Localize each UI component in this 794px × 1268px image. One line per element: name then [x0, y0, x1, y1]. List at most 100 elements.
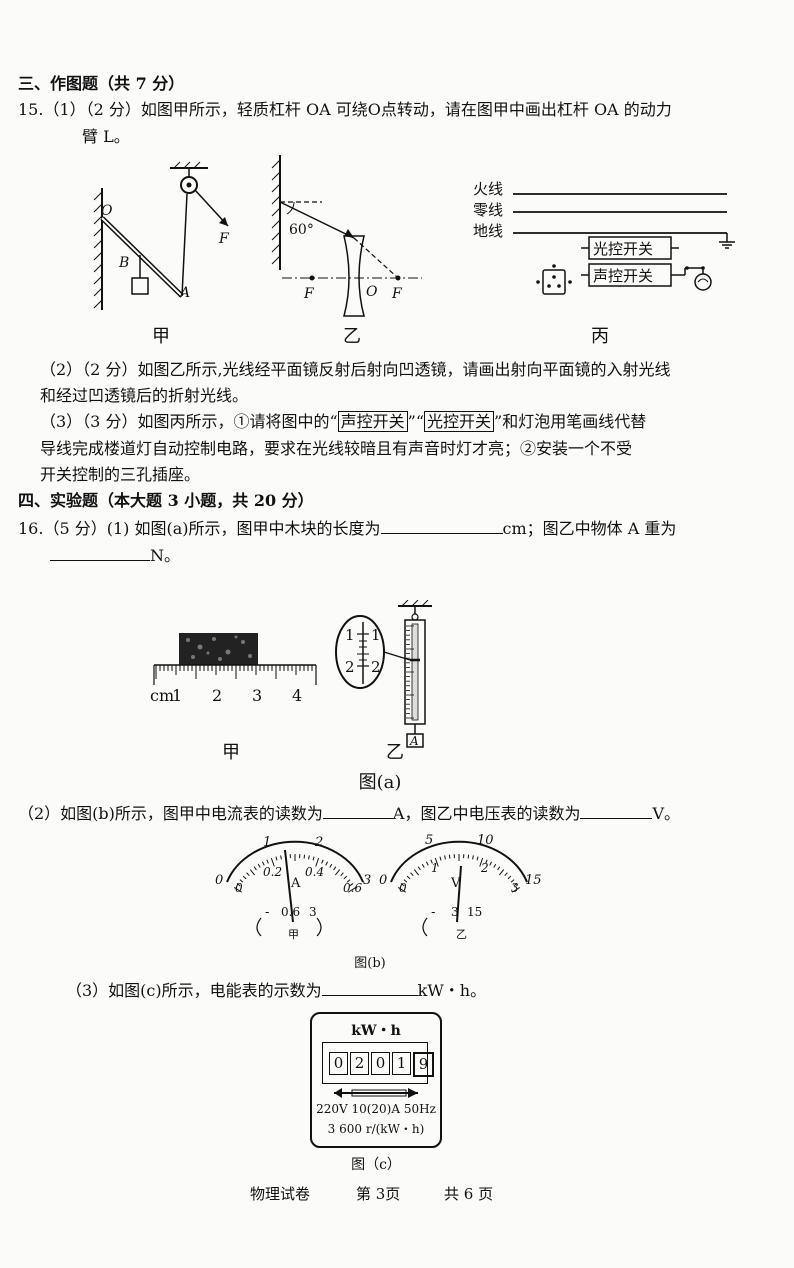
q16-3-unit: kW・h。 — [417, 981, 487, 1000]
label-F-left: F — [303, 286, 315, 302]
neutral-wire-label: 零线 — [473, 201, 503, 219]
ammeter-symbol: A — [290, 876, 301, 891]
mirror-lens-figure: 60° F O F — [271, 155, 422, 317]
ruler-tick-2: 2 — [212, 686, 222, 705]
label-F-right: F — [391, 286, 403, 302]
meter-tick-mark — [280, 855, 282, 860]
meter-tick-mark — [349, 883, 354, 887]
q16-2-text: （2）如图(b)所示，图甲中电流表的读数为 — [18, 804, 323, 823]
live-wire-label: 火线 — [473, 180, 503, 198]
meter-tick-mark — [321, 859, 324, 864]
ground-wire-label: 地线 — [473, 222, 503, 240]
fig15-jia-caption: 甲 — [152, 326, 170, 347]
answer-blank-voltmeter[interactable] — [580, 803, 653, 819]
fig-a-jia-caption: 甲 — [222, 742, 240, 763]
ruler-tick-4: 4 — [292, 686, 302, 705]
section3-heading: 三、作图题（共 7 分） — [18, 74, 185, 93]
meter-tick-mark — [308, 855, 310, 860]
meter-tick-mark — [333, 866, 337, 871]
volt-term-15: 15 — [467, 905, 482, 919]
volt-inner-1: 1 — [431, 861, 439, 875]
meter-tick-mark — [239, 879, 244, 883]
meter-tick-mark — [262, 861, 265, 866]
meter-tick-mark — [513, 883, 518, 887]
amm-inner-0: 0 — [235, 881, 243, 895]
meter-tick-mark — [236, 883, 241, 887]
meter-tick-mark — [489, 861, 492, 866]
voltmeter-needle — [456, 865, 462, 923]
angle-label: 60° — [289, 222, 314, 238]
mag-label-2-left: 2 — [345, 658, 355, 676]
fig15-yi-caption: 乙 — [343, 326, 361, 347]
q16-1-unit1: cm；图乙中物体 A 重为 — [502, 519, 677, 538]
amm-outer-1: 1 — [263, 835, 271, 850]
light-switch-inline: 光控开关 — [424, 411, 495, 432]
volt-inner-2: 2 — [480, 861, 489, 875]
amm-term-3: 3 — [309, 905, 317, 919]
mag-label-2-right: 2 — [371, 658, 381, 676]
q16-1-line2: N。 — [50, 545, 180, 566]
amm-term-neg: - — [265, 905, 269, 920]
meter-tick-mark — [257, 863, 261, 868]
ruler-figure: cm 1 2 3 4 — [150, 633, 317, 705]
label-F: F — [218, 231, 230, 247]
answer-blank-weight[interactable] — [50, 545, 150, 561]
q15-3-line1: （3）（3 分）如图丙所示，①请将图中的“声控开关”“光控开关”和灯泡用笔画线代… — [40, 411, 647, 432]
q15-3-line2: 导线完成楼道灯自动控制电路，要求在光线较暗且有声音时灯才亮；②安装一个不受 — [40, 439, 633, 458]
mag-label-1-right: 1 — [371, 626, 381, 644]
meter-tick-mark — [498, 869, 505, 876]
meter-tick-mark — [253, 866, 257, 871]
answer-blank-length[interactable] — [380, 518, 503, 534]
footer-subject: 物理试卷 — [250, 1185, 311, 1203]
meter-digit-3: 0 — [371, 1052, 390, 1075]
meter-tick-mark — [400, 883, 405, 887]
meter-tick-mark — [315, 857, 320, 867]
q15-3-text-b: 和灯泡用笔画线代替 — [502, 412, 647, 431]
q15-1-line1: 15.（1）（2 分）如图甲所示，轻质杠杆 OA 可绕O点转动，请在图甲中画出杠… — [18, 100, 672, 119]
meter-tick-mark — [346, 879, 351, 883]
meter-tick-mark — [507, 875, 512, 880]
three-hole-socket — [542, 269, 566, 295]
q15-2-line1: （2）（2 分）如图乙所示,光线经平面镜反射后射向凹透镜，请画出射向平面镜的入射… — [40, 360, 671, 379]
label-B: B — [118, 255, 129, 271]
meter-tick-mark — [417, 866, 421, 871]
ammeter-arc — [226, 840, 364, 883]
footer-page: 第 3页 — [356, 1185, 401, 1203]
meter-tick-mark — [334, 869, 341, 876]
object-A-label: A — [409, 734, 419, 748]
q16-3-text: （3）如图(c)所示，电能表的示数为 — [66, 981, 322, 1000]
voltmeter-caption: 乙 — [456, 928, 467, 941]
fig-a-yi-caption: 乙 — [386, 742, 404, 763]
meter-tick-mark — [493, 863, 497, 868]
ammeter-needle — [284, 849, 294, 923]
volt-term-neg: - — [431, 905, 435, 920]
ammeter-caption: 甲 — [288, 928, 299, 941]
answer-blank-energy[interactable] — [321, 980, 418, 996]
amm-outer-2: 2 — [314, 835, 323, 850]
fig-b-caption: 图(b) — [354, 956, 386, 971]
answer-blank-ammeter[interactable] — [322, 803, 393, 819]
q16-1-unit2: N。 — [150, 546, 181, 565]
meter-tick-mark — [340, 872, 344, 876]
amm-term-06: 0.6 — [281, 905, 300, 919]
volt-inner-3: 3 — [511, 881, 519, 895]
meter-digits: 0 2 0 1 9 — [329, 1052, 434, 1077]
voltmeter-arc — [390, 840, 528, 883]
meter-tick-mark — [329, 863, 333, 868]
label-O: O — [101, 203, 113, 219]
q15-3-line3: 开关控制的三孔插座。 — [40, 465, 201, 484]
light-switch-label: 光控开关 — [593, 240, 653, 258]
meter-tick-mark — [467, 854, 470, 859]
amm-inner-06: 0.6 — [343, 881, 362, 895]
ruler-tick-1: 1 — [172, 686, 182, 705]
hanging-block — [131, 277, 149, 295]
meter-tick-mark — [476, 856, 479, 861]
bulb — [694, 273, 712, 291]
meter-tick-mark — [511, 886, 521, 893]
meter-tick-mark — [421, 863, 425, 868]
amm-inner-04: 0.4 — [305, 865, 324, 879]
meter-tick-mark — [434, 857, 439, 867]
label-A: A — [178, 285, 190, 301]
